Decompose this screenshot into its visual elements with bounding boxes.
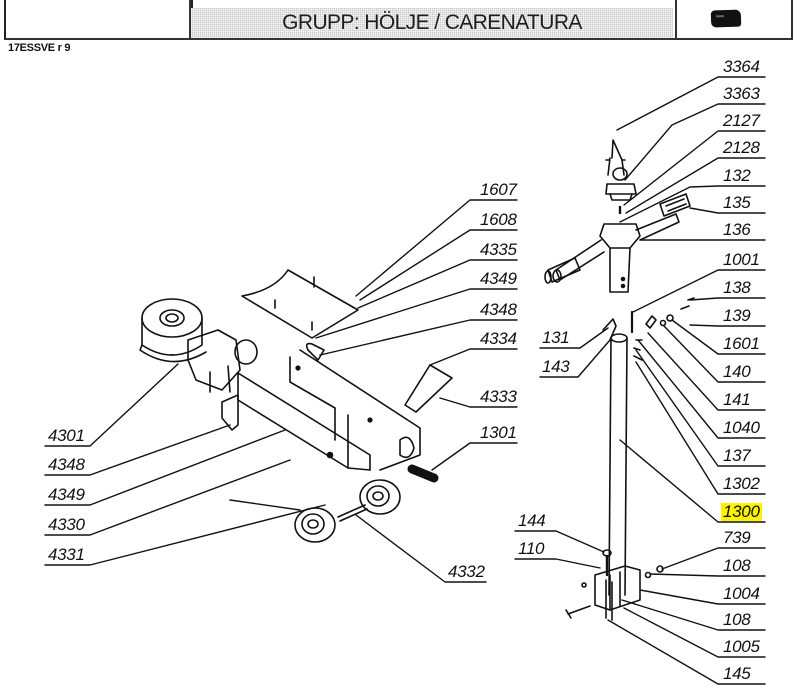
- part-label-4348-left: 4348: [48, 455, 85, 474]
- part-label-140: 140: [723, 362, 751, 381]
- part-label-4330: 4330: [48, 515, 85, 534]
- part-label-145: 145: [723, 664, 751, 683]
- part-label-1040: 1040: [723, 418, 760, 437]
- part-label-4349: 4349: [480, 269, 517, 288]
- title-block-band: [191, 8, 673, 38]
- part-label-4333: 4333: [480, 387, 517, 406]
- part-label-136: 136: [723, 220, 751, 239]
- part-label-1601: 1601: [723, 334, 760, 353]
- part-label-2128: 2128: [723, 138, 760, 157]
- part-label-4331: 4331: [48, 545, 85, 564]
- part-label-143: 143: [542, 357, 570, 376]
- part-label-110: 110: [518, 539, 545, 558]
- part-label-137: 137: [723, 446, 751, 465]
- part-label-1607: 1607: [480, 180, 517, 199]
- base-frame-assembly: [139, 269, 453, 543]
- part-label-4348: 4348: [480, 300, 517, 319]
- part-label-139: 139: [723, 306, 751, 325]
- part-label-144: 144: [518, 511, 546, 530]
- part-label-1301: 1301: [480, 423, 517, 442]
- title-block-right-cell: [675, 0, 793, 40]
- part-label-108: 108: [723, 556, 751, 575]
- title-block: GRUPP: HÖLJE / CARENATURA: [0, 0, 800, 42]
- title-block-frame: [189, 0, 677, 40]
- part-label-3364: 3364: [723, 57, 760, 76]
- part-label-4349-left: 4349: [48, 485, 85, 504]
- part-label-4301: 4301: [48, 426, 85, 445]
- part-label-141: 141: [723, 390, 751, 409]
- part-label-108-b: 108: [723, 610, 751, 629]
- part-label-1300-highlighted: 1300: [721, 502, 762, 521]
- part-label-135: 135: [723, 193, 751, 212]
- part-label-1004: 1004: [723, 584, 760, 603]
- part-label-4332: 4332: [448, 562, 485, 581]
- part-label-1001: 1001: [723, 250, 760, 269]
- part-label-2127: 2127: [723, 111, 760, 130]
- handle-column-assembly: [544, 139, 695, 621]
- part-label-1608: 1608: [480, 210, 517, 229]
- part-label-138: 138: [723, 278, 751, 297]
- part-label-3363: 3363: [723, 84, 760, 103]
- leader-lines: [44, 76, 766, 685]
- part-label-1302: 1302: [723, 474, 760, 493]
- part-label-1005: 1005: [723, 637, 760, 656]
- part-label-131: 131: [542, 328, 570, 347]
- document-code: 17ESSVE r 9: [8, 42, 71, 54]
- part-label-132: 132: [723, 166, 751, 185]
- part-label-4334: 4334: [480, 329, 517, 348]
- part-label-4335: 4335: [480, 240, 517, 259]
- group-title: GRUPP: HÖLJE / CARENATURA: [282, 11, 582, 34]
- part-label-739: 739: [723, 528, 751, 547]
